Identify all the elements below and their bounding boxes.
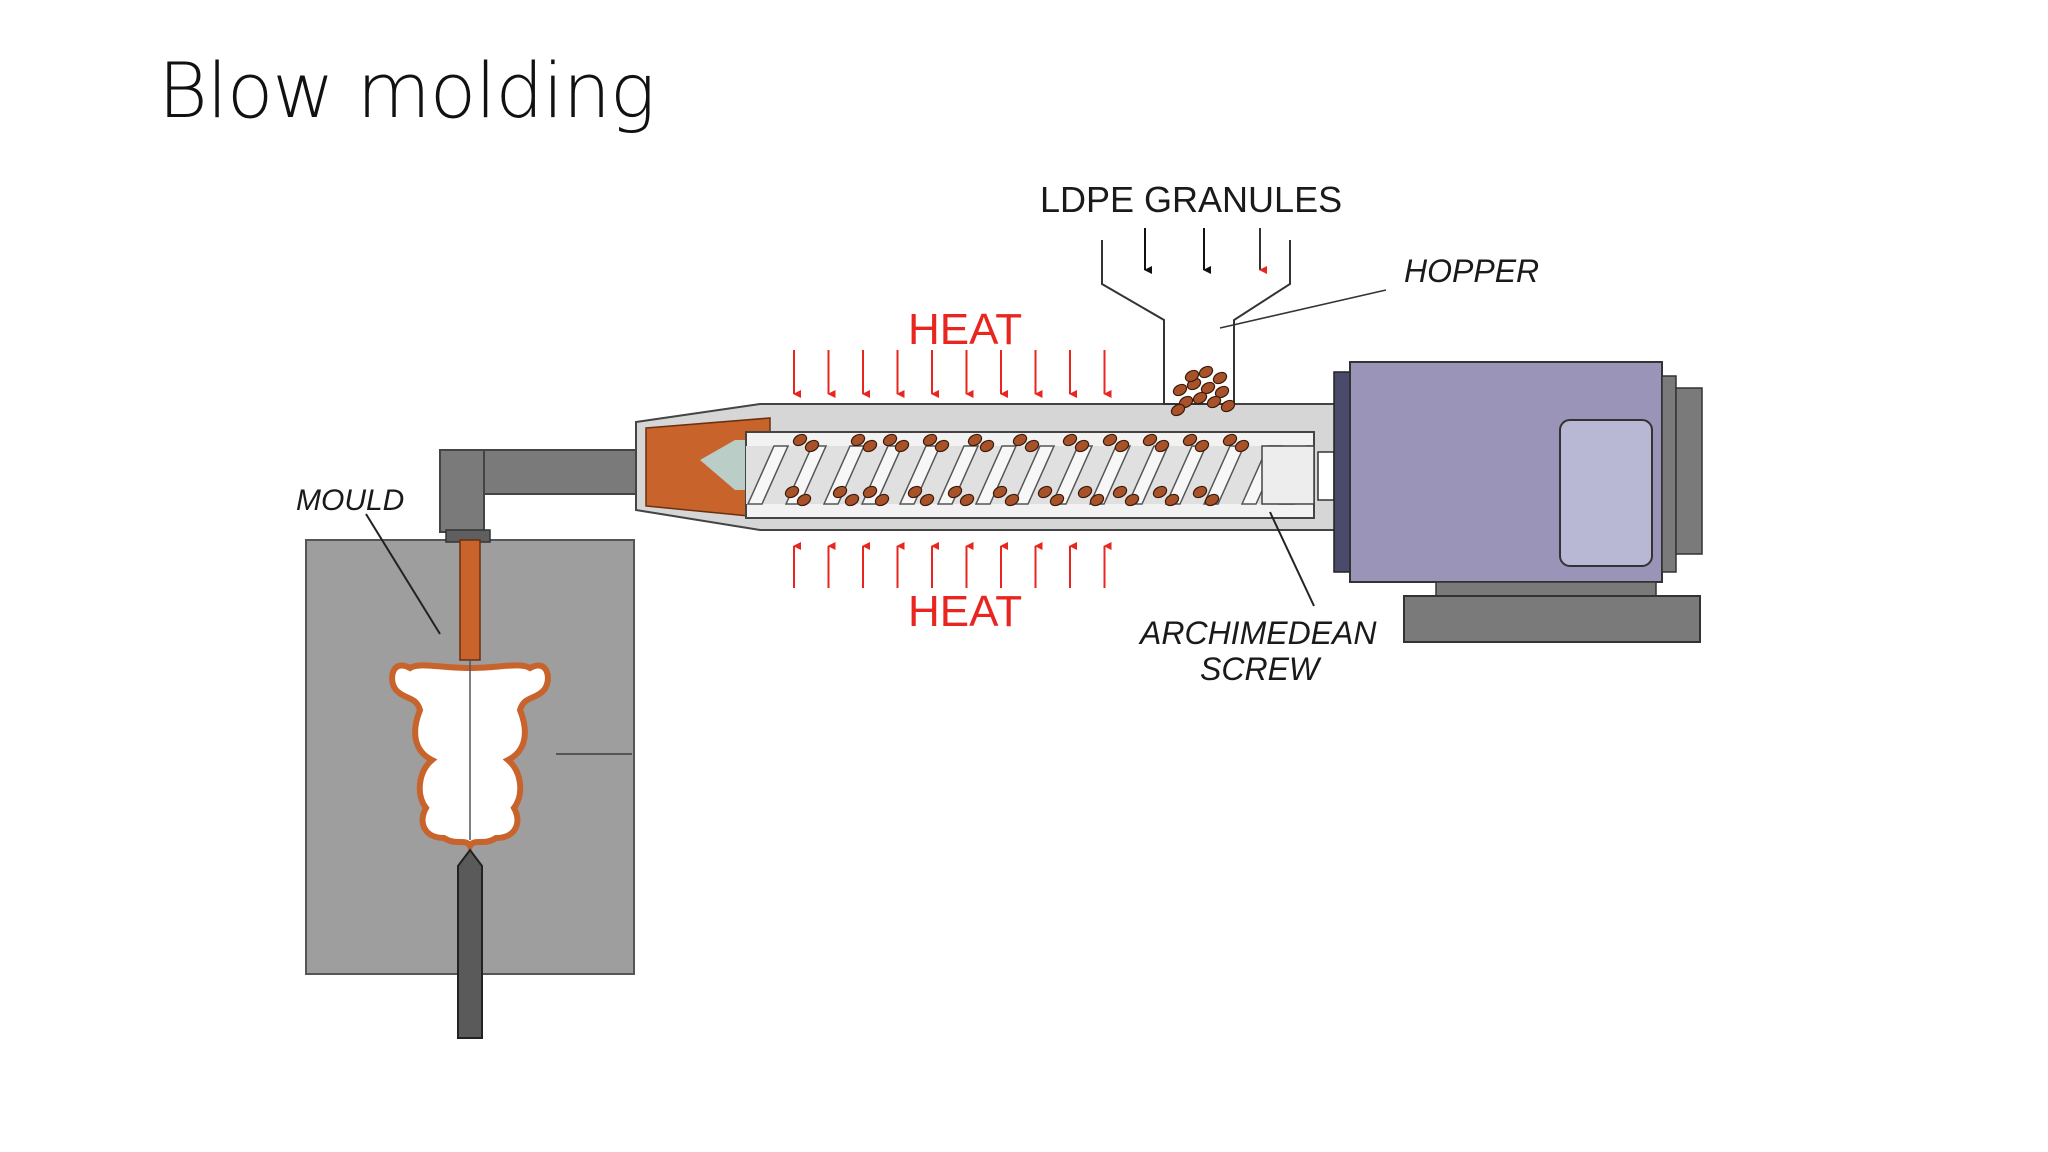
granule: [979, 439, 995, 453]
motor: [1317, 361, 1703, 643]
hopper: [1101, 240, 1291, 417]
label-mould: MOULD: [296, 484, 404, 517]
granule: [992, 485, 1008, 499]
granule: [804, 439, 820, 453]
screw-flight: [746, 445, 790, 505]
granule: [862, 485, 878, 499]
granule: [1049, 493, 1065, 507]
mould-leader-line: [365, 513, 441, 635]
granule: [1204, 493, 1220, 507]
granule: [1114, 439, 1130, 453]
granule: [1142, 433, 1158, 447]
granule: [1164, 493, 1180, 507]
granule: [1112, 485, 1128, 499]
granule: [1192, 485, 1208, 499]
hopper-leader-line: [1219, 289, 1387, 329]
screw-shaft: [1261, 445, 1315, 505]
bear-cavity: [389, 660, 551, 853]
granule-feed-arrows: [1144, 228, 1267, 274]
archimedean-screw: [746, 445, 1314, 505]
granule: [1074, 439, 1090, 453]
label-ldpe-granules: LDPE GRANULES: [1040, 179, 1342, 220]
granule: [1206, 395, 1222, 409]
granule: [1170, 403, 1186, 417]
screw-leader-line: [1269, 511, 1315, 607]
granule: [894, 439, 910, 453]
granule: [1212, 371, 1228, 385]
label-heat-bottom: HEAT: [908, 587, 1022, 636]
granule: [1198, 365, 1214, 379]
granule: [1152, 485, 1168, 499]
granule: [1192, 391, 1208, 405]
granule: [1089, 493, 1105, 507]
granule: [1184, 369, 1200, 383]
granule: [1182, 433, 1198, 447]
granule: [792, 433, 808, 447]
granule: [919, 493, 935, 507]
label-archimedean: ARCHIMEDEAN: [1138, 615, 1377, 651]
granule: [1172, 383, 1188, 397]
granule: [907, 485, 923, 499]
granule: [1220, 399, 1236, 413]
screw-flight: [974, 445, 1018, 505]
slide-title: Blow molding: [158, 46, 655, 135]
granule: [1024, 439, 1040, 453]
granule: [882, 433, 898, 447]
granule: [1194, 439, 1210, 453]
label-screw: SCREW: [1200, 651, 1322, 687]
granule: [959, 493, 975, 507]
granule: [967, 433, 983, 447]
granule: [1012, 433, 1028, 447]
label-hopper: HOPPER: [1404, 253, 1539, 289]
heat-arrows-bottom: [793, 542, 1112, 588]
granule: [1004, 493, 1020, 507]
granule: [1222, 433, 1238, 447]
granule: [934, 439, 950, 453]
granule: [1214, 385, 1230, 399]
screw-flight: [1012, 445, 1056, 505]
granule: [947, 485, 963, 499]
granule: [1062, 433, 1078, 447]
granule: [1037, 485, 1053, 499]
granules-in-barrel: [784, 433, 1250, 507]
granule: [1154, 439, 1170, 453]
granule: [1234, 439, 1250, 453]
granule: [1077, 485, 1093, 499]
granule: [1102, 433, 1118, 447]
granule: [874, 493, 890, 507]
granule: [784, 485, 800, 499]
granule: [862, 439, 878, 453]
label-heat-top: HEAT: [908, 305, 1022, 354]
granule: [922, 433, 938, 447]
heat-arrows-top: [793, 350, 1112, 398]
granule: [844, 493, 860, 507]
screw-flight: [1050, 445, 1094, 505]
granule: [1200, 381, 1216, 395]
blow-pin: [457, 848, 483, 1039]
granule: [796, 493, 812, 507]
granule: [850, 433, 866, 447]
granule: [1124, 493, 1140, 507]
screw-flight: [936, 445, 980, 505]
granule: [832, 485, 848, 499]
